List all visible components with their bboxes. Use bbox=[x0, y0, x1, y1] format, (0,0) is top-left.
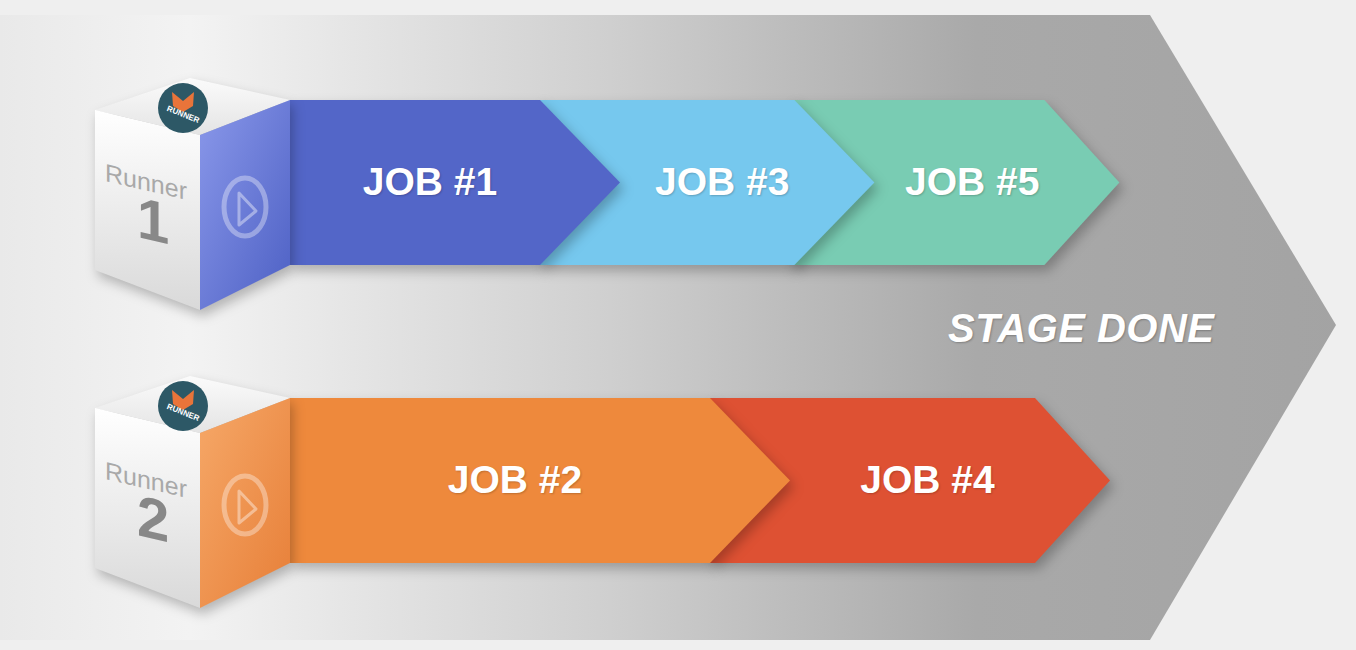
stage-label: STAGE DONE bbox=[948, 306, 1215, 350]
job-label: JOB #2 bbox=[448, 459, 582, 502]
job-label: JOB #5 bbox=[905, 161, 1039, 204]
job-label: JOB #3 bbox=[655, 161, 789, 204]
job-label: JOB #1 bbox=[363, 161, 497, 204]
runner-logo bbox=[158, 83, 208, 133]
cube-side bbox=[200, 398, 290, 608]
cube-side bbox=[200, 100, 290, 310]
runner-number: 2 bbox=[137, 483, 169, 554]
runner-cube: Runner1 bbox=[95, 75, 290, 310]
runner-logo bbox=[158, 381, 208, 431]
cube-front bbox=[95, 408, 200, 608]
logo-fox bbox=[172, 92, 194, 112]
cube-shape bbox=[95, 75, 290, 310]
chevron-body bbox=[710, 398, 1110, 563]
job-label: JOB #4 bbox=[860, 459, 994, 502]
play-ring bbox=[224, 476, 266, 534]
runner-number: 1 bbox=[137, 185, 169, 256]
play-triangle bbox=[239, 491, 256, 523]
play-triangle bbox=[239, 193, 256, 225]
runner-cube: Runner2 bbox=[95, 373, 290, 608]
cube-shape bbox=[95, 373, 290, 608]
play-ring bbox=[224, 178, 266, 236]
logo-fox bbox=[172, 390, 194, 410]
chevron-body bbox=[790, 100, 1119, 265]
stage-arrow-body bbox=[0, 15, 1336, 640]
job-chevron: JOB #1 bbox=[290, 100, 620, 265]
job-chevron: JOB #2 bbox=[290, 398, 790, 563]
cube-front bbox=[95, 110, 200, 310]
chevron-body bbox=[290, 398, 790, 563]
